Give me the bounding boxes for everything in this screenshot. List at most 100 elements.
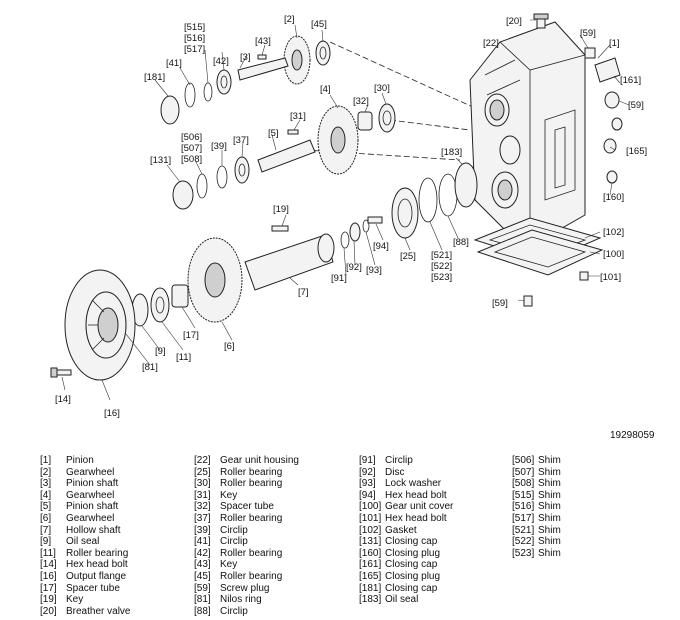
legend-row: [19]Key	[40, 594, 130, 606]
key-19	[271, 225, 289, 232]
legend-row: [521]Shim	[512, 525, 561, 537]
callout-91: [91]	[331, 273, 347, 284]
legend-part-number: [94]	[359, 489, 376, 501]
callout-14: [14]	[55, 394, 71, 405]
legend-part-name: Shim	[538, 455, 561, 466]
callout-41: [41]	[166, 58, 182, 69]
legend-row: [43]Key	[194, 559, 299, 571]
legend-row: [11]Roller bearing	[40, 548, 130, 560]
legend-column: [22]Gear unit housing[25]Roller bearing[…	[194, 455, 299, 617]
callout-507: [507]	[181, 143, 202, 154]
callout-59c: [59]	[492, 298, 508, 309]
legend-part-name: Gearwheel	[66, 466, 115, 478]
legend-part-number: [181]	[359, 582, 382, 594]
legend-row: [506]Shim	[512, 455, 561, 467]
legend-part-number: [7]	[40, 524, 52, 536]
legend-part-number: [517]	[512, 512, 535, 524]
legend-part-number: [507]	[512, 466, 535, 478]
spacer-tube-32	[357, 111, 373, 131]
callout-7: [7]	[298, 287, 309, 298]
legend-part-number: [102]	[359, 524, 382, 536]
callout-17: [17]	[183, 330, 199, 341]
legend-part-number: [92]	[359, 466, 376, 478]
legend-part-name: Pinion	[66, 455, 94, 466]
spacer-tube-17	[171, 284, 189, 308]
legend-row: [508]Shim	[512, 478, 561, 490]
legend-part-name: Shim	[538, 536, 561, 548]
callout-523: [523]	[431, 272, 452, 283]
output-flange-16	[64, 269, 136, 381]
pinion-shaft-3	[237, 57, 289, 81]
exploded-view-drawing: [1] [2] [3] [4] [5] [6] [7] [9] [11] [14…	[50, 13, 647, 419]
callout-522: [522]	[431, 261, 452, 272]
legend-part-name: Circlip	[220, 605, 248, 617]
legend-part-name: Roller bearing	[220, 478, 283, 490]
legend-part-name: Circlip	[220, 536, 248, 548]
callout-45: [45]	[311, 19, 327, 30]
legend-part-name: Roller bearing	[220, 547, 283, 559]
hex-head-bolt-14	[50, 367, 72, 378]
legend-part-number: [508]	[512, 478, 535, 490]
legend-part-number: [161]	[359, 559, 382, 571]
gearwheel-6	[187, 237, 243, 323]
legend-part-name: Shim	[538, 524, 561, 536]
legend-part-name: Key	[220, 489, 238, 501]
callout-31: [31]	[290, 111, 306, 122]
legend-part-number: [45]	[194, 570, 211, 582]
legend-part-name: Breather valve	[66, 605, 131, 617]
legend-part-number: [93]	[359, 478, 376, 490]
roller-bearing-25	[391, 187, 419, 239]
callout-88: [88]	[453, 237, 469, 248]
legend-part-number: [506]	[512, 455, 535, 466]
legend-row: [31] Key	[194, 490, 299, 502]
callout-3: [3]	[240, 52, 251, 63]
legend-row: [16]Output flange	[40, 571, 130, 583]
legend-part-name: Hex head bolt	[385, 512, 447, 524]
callout-506: [506]	[181, 132, 202, 143]
callout-39: [39]	[211, 141, 227, 152]
legend-part-name: Hollow shaft	[66, 524, 121, 536]
shim-506	[196, 173, 208, 199]
legend-part-name: Shim	[538, 478, 561, 490]
legend-row: [7] Hollow shaft	[40, 525, 130, 537]
legend-part-name: Spacer tube	[220, 501, 274, 513]
callout-59a: [59]	[580, 28, 596, 39]
legend-part-number: [59]	[194, 582, 211, 594]
legend-part-number: [14]	[40, 559, 57, 571]
legend-part-name: Shim	[538, 466, 561, 478]
callout-131: [131]	[150, 155, 171, 166]
legend-row: [9]Oil seal	[40, 536, 130, 548]
legend-part-name: Gasket	[385, 524, 417, 536]
legend-row: [181]Closing cap	[359, 583, 453, 595]
callout-102: [102]	[603, 227, 624, 238]
legend-row: [32] Spacer tube	[194, 501, 299, 513]
legend-part-name: Gear unit housing	[220, 455, 299, 466]
legend-row: [45]Roller bearing	[194, 571, 299, 583]
legend-part-number: [31]	[194, 489, 211, 501]
callout-16: [16]	[104, 408, 120, 419]
legend-part-number: [32]	[194, 501, 211, 513]
gear-unit-cover	[473, 217, 604, 276]
legend-part-name: Closing plug	[385, 570, 441, 582]
legend-row: [41]Circlip	[194, 536, 299, 548]
legend-part-number: [160]	[359, 547, 382, 559]
legend-row: [515]Shim	[512, 490, 561, 502]
legend-part-name: Circlip	[385, 455, 413, 466]
callout-42: [42]	[213, 56, 229, 67]
legend-part-number: [19]	[40, 594, 57, 606]
callout-160: [160]	[603, 192, 624, 203]
legend-part-name: Shim	[538, 512, 561, 524]
legend-part-name: Shim	[538, 547, 561, 559]
callout-517: [517]	[184, 44, 205, 55]
gearwheel-2	[283, 35, 311, 85]
axis-line-upper	[329, 41, 476, 131]
legend-part-name: Hex head bolt	[385, 489, 447, 501]
legend-row: [88]Circlip	[194, 606, 299, 618]
callout-4: [4]	[320, 84, 331, 95]
callout-515: [515]	[184, 22, 205, 33]
legend-part-number: [9]	[40, 536, 52, 548]
legend-part-number: [100]	[359, 501, 382, 513]
legend-part-number: [165]	[359, 570, 382, 582]
legend-part-number: [16]	[40, 570, 57, 582]
legend-part-name: Shim	[538, 501, 561, 513]
